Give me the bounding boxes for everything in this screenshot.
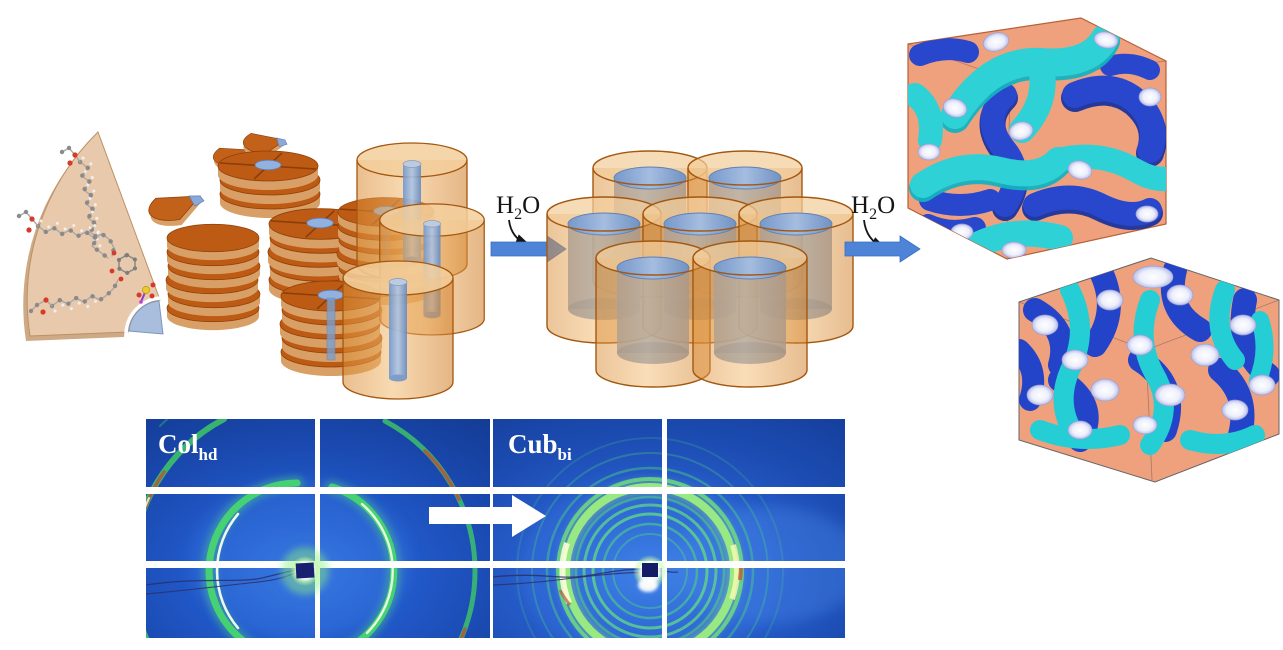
- hex-column: [692, 240, 808, 388]
- block-arrow-2: [844, 235, 921, 263]
- hydrophilic-tip-wedge: [128, 300, 164, 335]
- disc-stack: [279, 281, 383, 377]
- monomer-wedge-unit: [16, 131, 164, 341]
- xrd-panel-left: Colhd: [146, 419, 490, 638]
- detector-grid-lines: [493, 419, 845, 638]
- disc-stack: [165, 223, 261, 331]
- sulfonate-group: [136, 282, 156, 304]
- xrd-panel-right: Cubbi: [493, 419, 845, 638]
- disc-stack: [218, 151, 321, 219]
- column-cylinder: [342, 260, 454, 400]
- hexagonal-phase: [546, 150, 854, 388]
- beamstop-wire: [493, 572, 643, 586]
- network-cut-caps: [1026, 265, 1276, 440]
- beamstop: [295, 562, 315, 579]
- column-core-rod: [326, 297, 336, 361]
- cubic-phase-bottom: [1018, 257, 1280, 483]
- molecule-structure: [16, 145, 156, 315]
- phase-transition-arrow: [429, 495, 546, 537]
- h2o-label-1: H2O: [496, 192, 540, 223]
- blue-network: [909, 38, 1166, 242]
- h2o-label-2: H2O: [851, 192, 895, 223]
- wedge-notch-gap: [124, 296, 162, 334]
- curved-arrow-1: [508, 219, 532, 247]
- columnar-stage: [342, 142, 485, 400]
- phase-label-colhd: Colhd: [158, 429, 218, 464]
- beamstop: [642, 563, 658, 577]
- cubic-phase-top: [907, 17, 1167, 260]
- phase-label-cubbi: Cubbi: [508, 429, 572, 464]
- water-arrow-group-2: H2O: [844, 192, 921, 263]
- oxygen-atoms: [26, 152, 124, 315]
